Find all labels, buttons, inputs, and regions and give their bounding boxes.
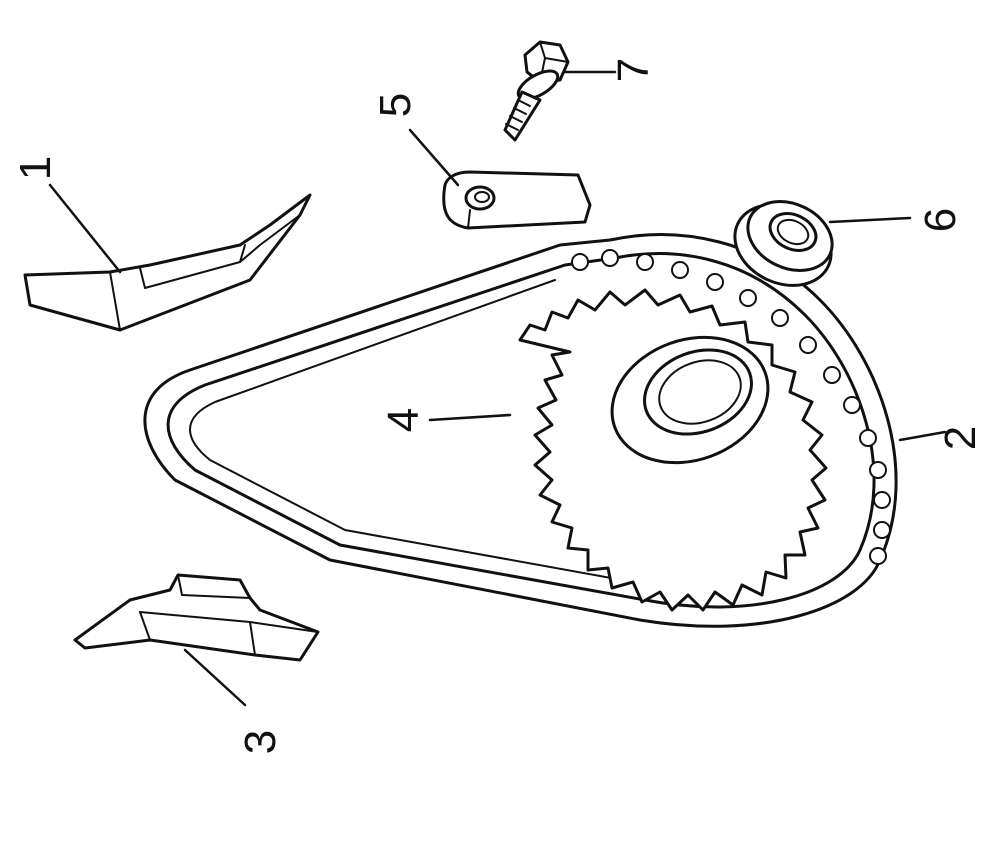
callout-7: 7 <box>609 58 658 82</box>
bushing-spacer <box>733 200 834 287</box>
tensioner-plate <box>442 170 592 230</box>
sprocket-gear <box>518 288 828 612</box>
chain-guide-upper <box>23 193 312 332</box>
callout-3: 3 <box>236 730 285 754</box>
chain-links <box>571 249 891 565</box>
callout-5: 5 <box>371 93 420 117</box>
callout-4: 4 <box>379 408 428 432</box>
callout-6: 6 <box>916 208 965 232</box>
callout-2: 2 <box>936 426 985 450</box>
leader-lines <box>48 70 947 707</box>
bolt <box>503 40 570 142</box>
callout-1: 1 <box>11 156 60 180</box>
chain-guide-lower <box>73 573 320 662</box>
callout-labels: 1 2 3 4 5 6 7 <box>11 58 985 754</box>
